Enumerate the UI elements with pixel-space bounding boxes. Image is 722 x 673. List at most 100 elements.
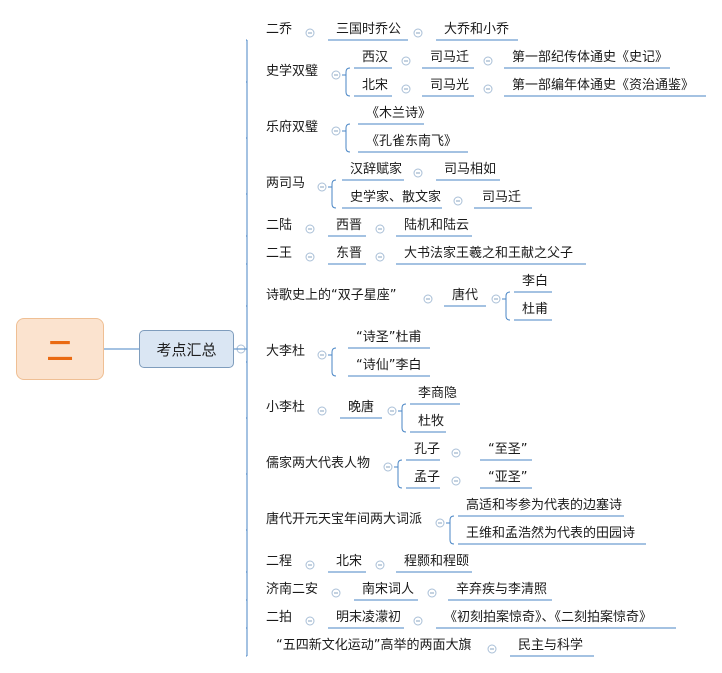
collapse-toggle-icon[interactable] <box>317 406 327 416</box>
collapse-toggle-icon[interactable] <box>331 70 341 80</box>
node-g5c0c0[interactable]: 大书法家王羲之和王献之父子 <box>404 246 574 261</box>
branch-bot-g6c0 <box>505 315 511 321</box>
branch-bot-g2 <box>345 147 351 153</box>
node-g3c0[interactable]: 汉辞赋家 <box>350 162 403 177</box>
node-g10c0[interactable]: 高适和岑参为代表的边塞诗 <box>466 498 623 513</box>
node-g1c0[interactable]: 西汉 <box>362 50 389 65</box>
node-g12[interactable]: 济南二安 <box>266 582 319 597</box>
collapse-toggle-icon[interactable] <box>413 28 423 38</box>
node-g13c0c0[interactable]: 《初刻拍案惊奇》、《二刻拍案惊奇》 <box>444 610 653 625</box>
node-g1c1c0c0[interactable]: 第一部编年体通史《资治通鉴》 <box>512 78 695 93</box>
node-g2c0[interactable]: 《木兰诗》 <box>366 106 432 121</box>
node-g0[interactable]: 二乔 <box>266 22 293 37</box>
node-g8c0c0[interactable]: 李商隐 <box>418 386 458 401</box>
collapse-toggle-icon[interactable] <box>451 476 461 486</box>
branch-top-g3 <box>331 179 337 185</box>
collapse-toggle-icon[interactable] <box>413 616 423 626</box>
branch-top-g7 <box>331 347 337 353</box>
collapse-toggle-icon[interactable] <box>331 126 341 136</box>
hub-node[interactable]: 考点汇总 <box>139 330 234 368</box>
collapse-toggle-icon[interactable] <box>483 56 493 66</box>
branch-top-g6c0 <box>505 291 511 297</box>
node-g4[interactable]: 二陆 <box>266 218 293 233</box>
node-g0c0[interactable]: 三国时乔公 <box>336 22 402 37</box>
collapse-toggle-icon[interactable] <box>401 84 411 94</box>
node-g10[interactable]: 唐代开元天宝年间两大词派 <box>266 512 423 527</box>
node-g8c0c1[interactable]: 杜牧 <box>418 414 445 429</box>
node-g4c0[interactable]: 西晋 <box>336 218 363 233</box>
collapse-toggle-icon[interactable] <box>305 616 315 626</box>
node-g9c1[interactable]: 孟子 <box>414 470 441 485</box>
collapse-toggle-icon[interactable] <box>453 196 463 206</box>
node-g1[interactable]: 史学双璧 <box>266 64 319 79</box>
node-g2[interactable]: 乐府双璧 <box>266 120 319 135</box>
node-g6c0c1[interactable]: 杜甫 <box>522 302 549 317</box>
node-g6[interactable]: 诗歌史上的“双子星座” <box>266 288 397 303</box>
node-g8c0[interactable]: 晚唐 <box>348 400 375 415</box>
node-g9c0c0[interactable]: “至圣” <box>488 442 528 457</box>
node-g8[interactable]: 小李杜 <box>266 400 306 415</box>
collapse-toggle-icon[interactable] <box>305 28 315 38</box>
collapse-toggle-icon[interactable] <box>427 588 437 598</box>
node-g4c0c0[interactable]: 陆机和陆云 <box>404 218 470 233</box>
node-g7[interactable]: 大李杜 <box>266 344 306 359</box>
collapse-toggle-icon[interactable] <box>401 56 411 66</box>
collapse-toggle-icon[interactable] <box>491 294 501 304</box>
collapse-toggle-icon[interactable] <box>383 462 393 472</box>
collapse-toggle-icon[interactable] <box>317 182 327 192</box>
node-g9c1c0[interactable]: “亚圣” <box>488 470 528 485</box>
node-g11c0c0[interactable]: 程颢和程颐 <box>404 554 470 569</box>
collapse-toggle-icon[interactable] <box>317 350 327 360</box>
collapse-toggle-icon[interactable] <box>423 294 433 304</box>
branch-bot-g3 <box>331 203 337 209</box>
node-g0c0c0[interactable]: 大乔和小乔 <box>444 22 510 37</box>
node-g1c0c0[interactable]: 司马迁 <box>430 50 470 65</box>
collapse-toggle-icon[interactable] <box>305 252 315 262</box>
collapse-toggle-icon[interactable] <box>487 644 497 654</box>
branch-top-g1 <box>345 67 351 73</box>
collapse-toggle-icon[interactable] <box>305 560 315 570</box>
branch-top-g10 <box>449 515 455 521</box>
node-g3[interactable]: 两司马 <box>266 176 306 191</box>
collapse-toggle-icon[interactable] <box>305 224 315 234</box>
node-g5[interactable]: 二王 <box>266 246 293 261</box>
collapse-toggle-icon[interactable] <box>331 588 341 598</box>
node-g9c0[interactable]: 孔子 <box>414 442 441 457</box>
branch-bot-g8c0 <box>401 427 407 433</box>
node-g6c0[interactable]: 唐代 <box>452 288 479 303</box>
collapse-toggle-icon[interactable] <box>451 448 461 458</box>
node-g2c1[interactable]: 《孔雀东南飞》 <box>366 134 458 149</box>
node-g1c1[interactable]: 北宋 <box>362 78 389 93</box>
node-g11c0[interactable]: 北宋 <box>336 554 363 569</box>
node-g14c0[interactable]: 民主与科学 <box>518 638 584 653</box>
node-g1c1c0[interactable]: 司马光 <box>430 78 470 93</box>
collapse-toggle-icon[interactable] <box>435 518 445 528</box>
node-g6c0c0[interactable]: 李白 <box>522 274 549 289</box>
node-g12c0[interactable]: 南宋词人 <box>362 582 415 597</box>
node-g3c1[interactable]: 史学家、散文家 <box>350 190 442 205</box>
node-g9[interactable]: 儒家两大代表人物 <box>266 456 371 471</box>
branch-bot-g9 <box>397 483 403 489</box>
node-g12c0c0[interactable]: 辛弃疾与李清照 <box>456 582 548 597</box>
node-g1c0c0c0[interactable]: 第一部纪传体通史《史记》 <box>512 50 669 65</box>
node-g3c1c0[interactable]: 司马迁 <box>482 190 522 205</box>
root-label: 二 <box>46 336 73 367</box>
collapse-toggle-icon[interactable] <box>375 224 385 234</box>
root-node[interactable]: 二 <box>16 318 104 380</box>
hub-label: 考点汇总 <box>156 340 217 359</box>
node-g7c0[interactable]: “诗圣”杜甫 <box>356 330 422 345</box>
node-g13c0[interactable]: 明末凌濛初 <box>336 610 402 625</box>
node-g11[interactable]: 二程 <box>266 554 293 569</box>
collapse-toggle-icon[interactable] <box>483 84 493 94</box>
node-g10c1[interactable]: 王维和孟浩然为代表的田园诗 <box>466 526 636 541</box>
collapse-toggle-icon[interactable] <box>387 406 397 416</box>
node-g7c1[interactable]: “诗仙”李白 <box>356 358 422 373</box>
node-g13[interactable]: 二拍 <box>266 610 293 625</box>
collapse-toggle-icon[interactable] <box>375 252 385 262</box>
collapse-toggle-icon[interactable] <box>413 168 423 178</box>
collapse-toggle-icon[interactable] <box>375 560 385 570</box>
node-g5c0[interactable]: 东晋 <box>336 246 363 261</box>
node-g14[interactable]: “五四新文化运动”高举的两面大旗 <box>276 638 472 653</box>
node-g3c0c0[interactable]: 司马相如 <box>444 162 497 177</box>
branch-bot-g7 <box>331 371 337 377</box>
